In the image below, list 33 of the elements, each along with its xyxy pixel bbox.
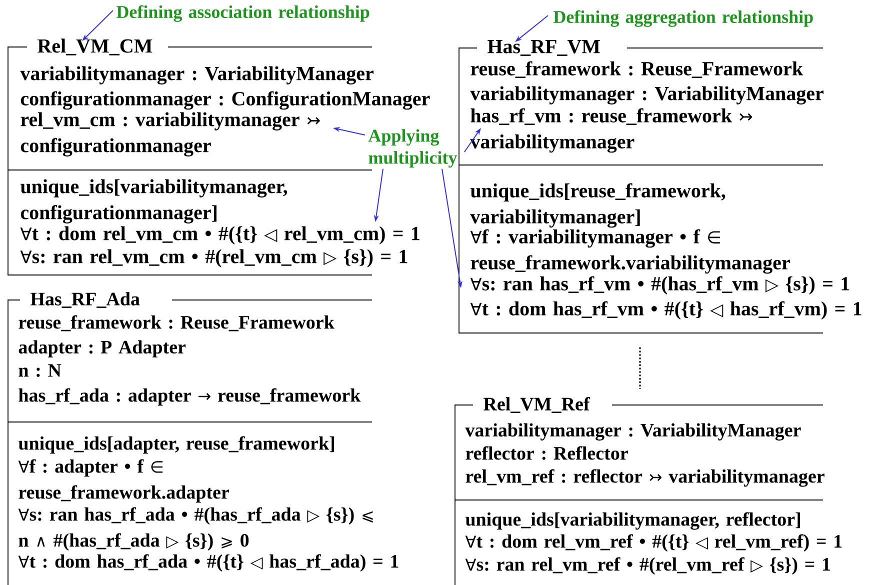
- declaration-line: reflector : Reflector: [466, 446, 628, 460]
- schema-box: [8, 292, 398, 585]
- declaration-line: variabilitymanager : VariabilityManager: [20, 66, 374, 84]
- schema-title: Has_RF_Ada: [30, 292, 140, 308]
- predicate-line: ∀s: ran rel_vm_cm • #(rel_vm_cm ▷ {s}) = 1: [20, 249, 408, 268]
- declaration-line: rel_vm_ref : reflector ↣ variabilitymanager: [466, 469, 824, 487]
- schema-box: [454, 396, 842, 585]
- declaration-line: reuse_framework : Reuse_Framework: [18, 315, 334, 332]
- declaration-line: n : N: [18, 364, 62, 377]
- dotted-line: [639, 347, 641, 389]
- schema-box: [458, 40, 862, 334]
- declaration-line: adapter : P Adapter: [18, 340, 186, 358]
- annotation-text: Applying multiplicity: [368, 129, 458, 168]
- declaration-line: has_rf_ada : adapter → reuse_framework: [18, 388, 361, 406]
- schema-title: Rel_VM_CM: [38, 38, 152, 56]
- schema-title: Rel_VM_Ref: [484, 396, 590, 413]
- declaration-line: configurationmanager : ConfigurationManager: [20, 91, 430, 110]
- declaration-line: variabilitymanager : VariabilityManager: [465, 423, 801, 441]
- predicate-line: ∀s: ran rel_vm_ref • #(rel_vm_ref ▷ {s}) = 1: [465, 557, 830, 575]
- predicate-line: ∀t : dom has_rf_vm • #({t} ◁ has_rf_vm) = 1: [470, 301, 862, 320]
- predicate-line: ∀t : dom rel_vm_ref • #({t} ◁ rel_vm_ref) = 1: [465, 534, 842, 552]
- predicate-line: ∀t : dom has_rf_ada • #({t} ◁ has_rf_ada) = 1: [18, 554, 398, 572]
- annotation-text: Defining association relationship: [116, 5, 370, 22]
- predicate-line: unique_ids[variabilitymanager, reflector]: [466, 512, 800, 530]
- declaration-line: rel_vm_cm : variabilitymanager ↣ configurationmanager: [20, 112, 320, 156]
- predicate-line: ∀t : dom rel_vm_cm • #({t} ◁ rel_vm_cm) = 1: [20, 226, 420, 244]
- declaration-line: variabilitymanager : VariabilityManager: [470, 86, 824, 104]
- schema-title: Has_RF_VM: [488, 40, 600, 56]
- predicate-line: unique_ids[adapter, reuse_framework]: [18, 436, 334, 454]
- predicate-line: ∀s: ran has_rf_vm • #(has_rf_vm ▷ {s}) = 1: [470, 276, 850, 295]
- declaration-line: has_rf_vm : reuse_framework ↣ variabilitymanager: [470, 108, 752, 153]
- annotation-text: Defining aggregation relationship: [554, 10, 813, 27]
- declaration-line: reuse_framework : Reuse_Framework: [470, 61, 804, 78]
